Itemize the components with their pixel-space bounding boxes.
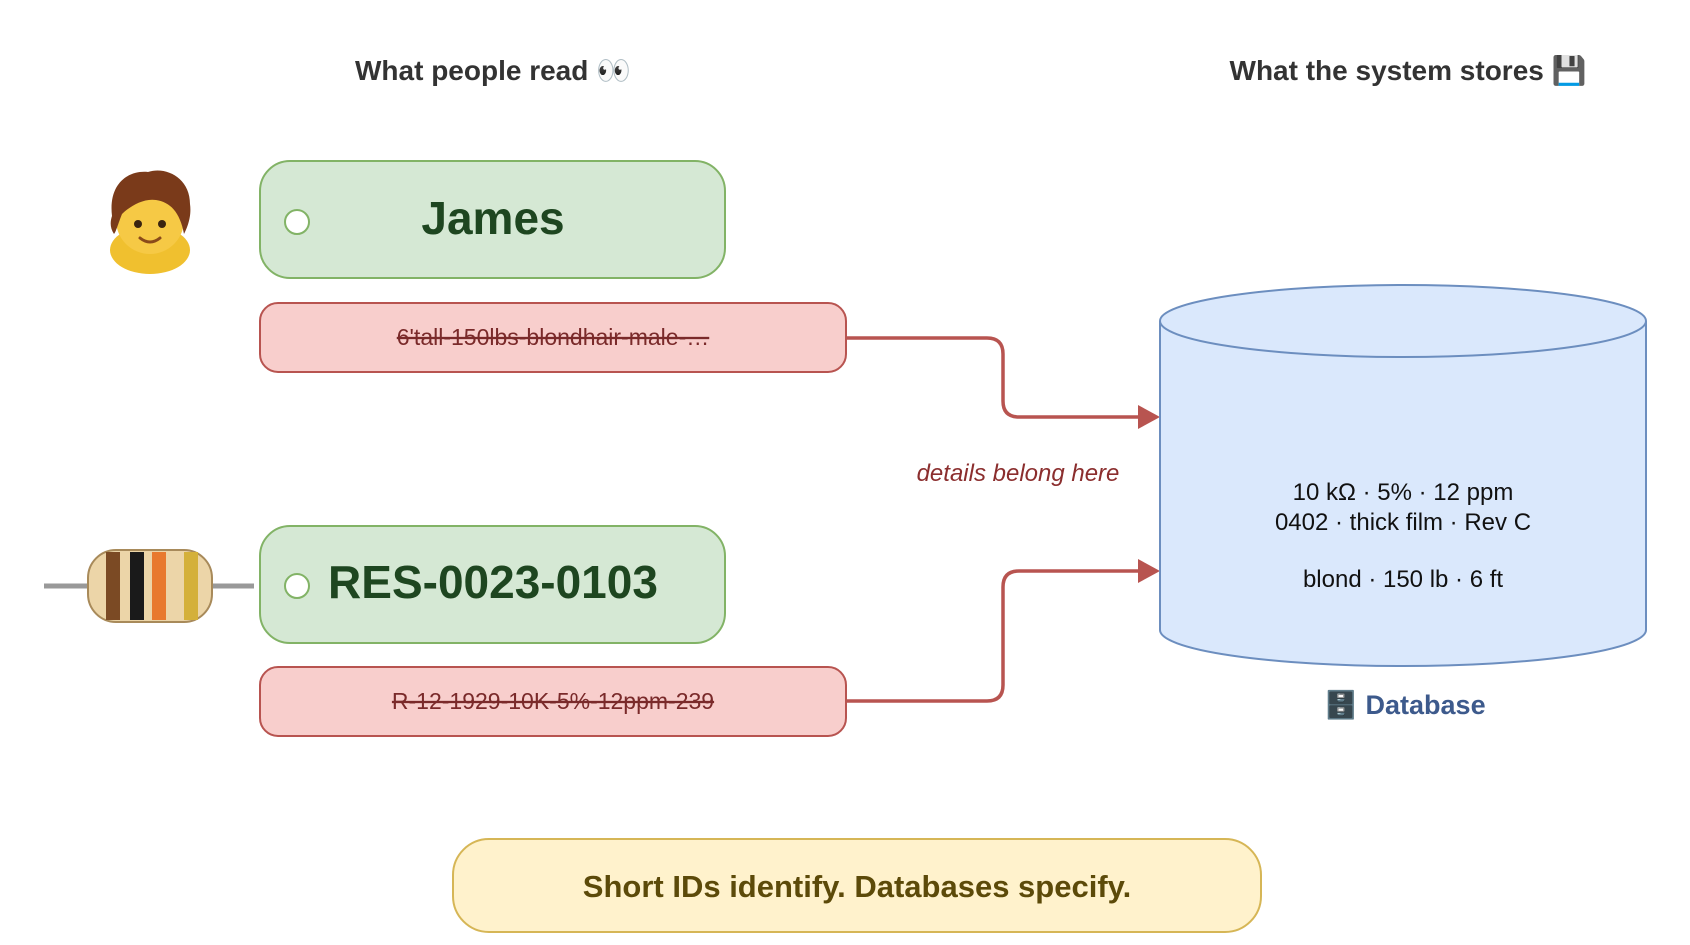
id-marker-circle [284, 573, 310, 599]
database-line-package: 0402 · thick film · Rev C [1275, 509, 1531, 536]
arrowhead-top [1138, 405, 1160, 429]
header-what-system-stores: What the system stores 💾 [1230, 54, 1587, 87]
person-icon [110, 170, 191, 274]
database-line-person: blond · 150 lb · 6 ft [1303, 566, 1503, 593]
annotation-details-belong-here: details belong here [917, 460, 1120, 487]
takeaway-text: Short IDs identify. Databases specify. [583, 869, 1131, 904]
arrowhead-bottom [1138, 559, 1160, 583]
arrow-james-to-database [846, 336, 1140, 419]
header-what-people-read: What people read 👀 [355, 55, 631, 86]
database-line-electrical: 10 kΩ · 5% · 12 ppm [1293, 479, 1514, 506]
long-name-label: R-12-1929-10K-5%-12ppm-239 [392, 688, 714, 714]
short-id-box-res [259, 525, 726, 644]
resistor-icon [44, 549, 254, 623]
long-name-label: 6'tall-150lbs-blondhair-male-… [397, 324, 709, 350]
database-label: 🗄️ Database [1324, 689, 1485, 720]
id-marker-circle [284, 209, 310, 235]
takeaway-box [452, 838, 1262, 933]
short-id-box-james [259, 160, 726, 279]
short-id-label: James [421, 192, 564, 244]
database-cylinder [1159, 284, 1647, 667]
arrow-res-to-database [846, 569, 1140, 703]
short-id-label: RES-0023-0103 [328, 556, 658, 608]
